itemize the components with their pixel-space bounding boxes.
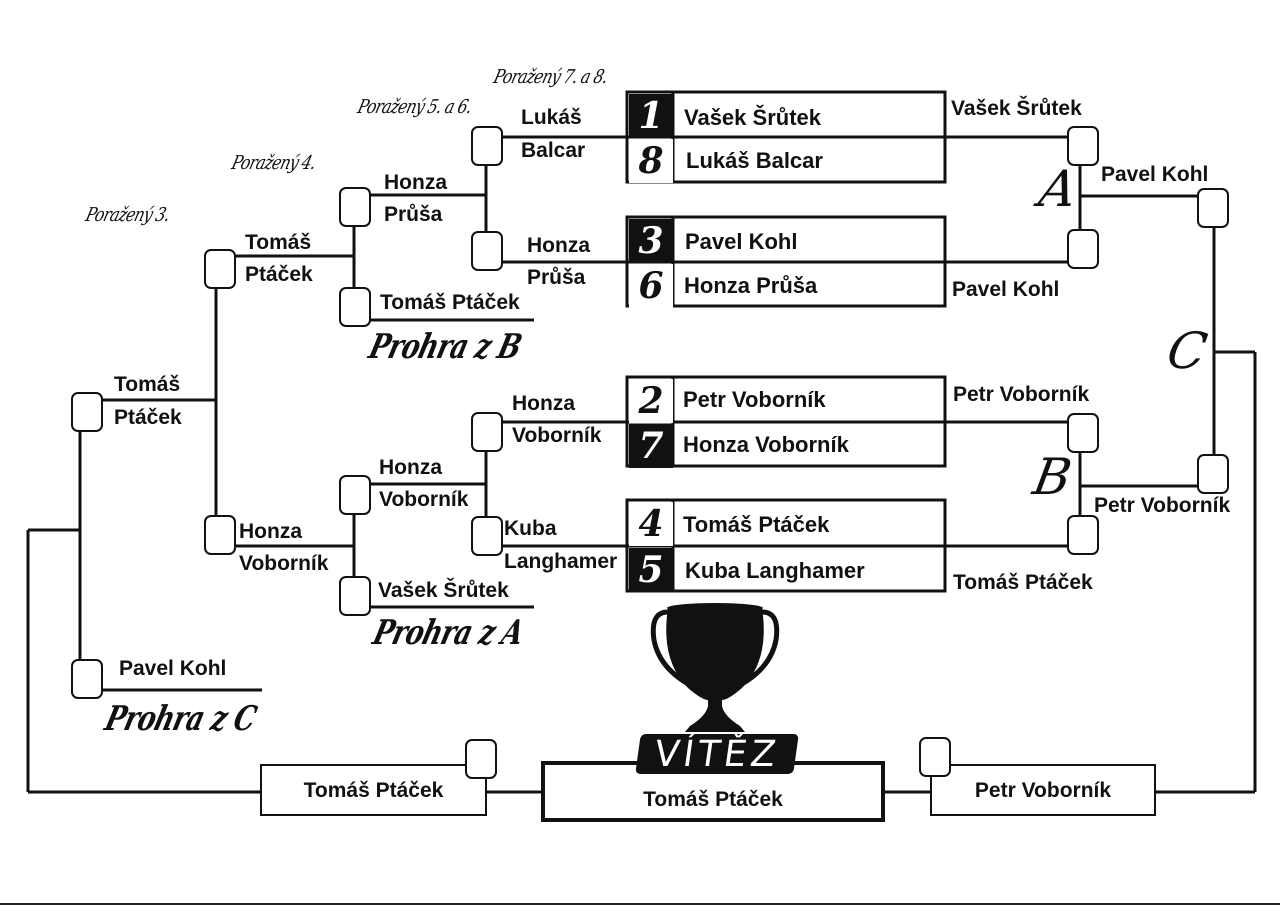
semi-a-bottom-name: Pavel Kohl <box>952 278 1060 301</box>
seed-badge: 8 <box>629 139 673 183</box>
player-name: Vašek Šrůtek <box>684 105 821 130</box>
losers-r1-name: Langhamer <box>504 550 618 573</box>
score-box[interactable] <box>1197 454 1229 494</box>
score-box[interactable] <box>339 187 371 227</box>
seed-badge: 3 <box>629 219 673 263</box>
champion-name: Tomáš Ptáček <box>643 788 783 811</box>
score-box[interactable] <box>339 475 371 515</box>
score-box[interactable] <box>71 392 103 432</box>
losers-4-heading: Poražený 4. <box>229 152 318 174</box>
score-box[interactable] <box>204 515 236 555</box>
losers-r1-name: Balcar <box>521 139 586 162</box>
losers-r3-name: Ptáček <box>245 263 313 286</box>
player-name: Honza Voborník <box>683 432 849 457</box>
seed-badge: 2 <box>629 379 673 423</box>
seed-badge: 6 <box>629 264 673 308</box>
score-box[interactable] <box>471 231 503 271</box>
score-box[interactable] <box>1067 515 1099 555</box>
score-box[interactable] <box>465 739 497 779</box>
semi-b-winner-name: Petr Voborník <box>1094 494 1231 517</box>
score-box[interactable] <box>1067 413 1099 453</box>
loss-from-c-label: Prohra z C <box>101 699 260 739</box>
player-name: Honza Průša <box>684 273 818 298</box>
score-box[interactable] <box>919 737 951 777</box>
losers-7-8-heading: Poražený 7. a 8. <box>491 66 610 88</box>
winner-banner: VÍTĚZ <box>635 734 799 775</box>
losers-r1-name: Voborník <box>512 424 602 447</box>
left-finalist-name: Tomáš Ptáček <box>303 779 444 802</box>
seed-badge: 4 <box>629 502 673 546</box>
losers-r2-dropin-name: Vašek Šrůtek <box>378 579 509 602</box>
losers-r2-dropin-name: Tomáš Ptáček <box>380 291 520 314</box>
losers-5-6-heading: Poražený 5. a 6. <box>355 96 474 118</box>
semi-a-winner-name: Pavel Kohl <box>1101 163 1209 186</box>
score-box[interactable] <box>471 412 503 452</box>
losers-r1-name: Průša <box>527 266 586 289</box>
losers-r4-name: Tomáš <box>114 373 181 396</box>
trophy-icon <box>650 603 780 732</box>
semi-a-top-name: Vašek Šrůtek <box>951 97 1082 120</box>
losers-r3-name: Tomáš <box>245 231 312 254</box>
semi-b-bottom-name: Tomáš Ptáček <box>953 571 1093 594</box>
losers-r3-name: Honza <box>239 520 302 543</box>
player-name: Lukáš Balcar <box>686 148 823 173</box>
losers-r4-name: Ptáček <box>114 406 182 429</box>
player-name: Petr Voborník <box>683 387 826 412</box>
losers-r4-dropin-name: Pavel Kohl <box>119 657 227 680</box>
right-finalist-name: Petr Voborník <box>974 779 1112 802</box>
loss-from-a-label: Prohra z A <box>369 613 528 653</box>
score-box[interactable] <box>1197 188 1229 228</box>
score-box[interactable] <box>339 576 371 616</box>
losers-r1-name: Lukáš <box>521 106 582 129</box>
finalist-box-left <box>260 764 487 816</box>
semi-b-top-name: Petr Voborník <box>953 383 1090 406</box>
seed-badge: 5 <box>629 548 673 592</box>
score-box[interactable] <box>471 126 503 166</box>
losers-3-heading: Poražený 3. <box>83 204 172 226</box>
player-name: Pavel Kohl <box>685 229 798 254</box>
losers-r1-name: Honza <box>512 392 575 415</box>
seed-badge: 7 <box>629 424 673 468</box>
player-name: Tomáš Ptáček <box>683 512 830 537</box>
score-box[interactable] <box>1067 126 1099 166</box>
losers-r2-name: Průša <box>384 203 443 226</box>
seed-badge: 1 <box>629 94 673 138</box>
score-box[interactable] <box>1067 229 1099 269</box>
finalist-box-right <box>930 764 1156 816</box>
score-box[interactable] <box>471 516 503 556</box>
losers-r2-name: Honza <box>384 171 447 194</box>
losers-r2-name: Honza <box>379 456 442 479</box>
losers-r1-name: Kuba <box>504 517 557 540</box>
losers-r2-name: Voborník <box>379 488 469 511</box>
losers-r1-name: Honza <box>527 234 590 257</box>
score-box[interactable] <box>339 287 371 327</box>
score-box[interactable] <box>71 659 103 699</box>
loss-from-b-label: Prohra z B <box>365 327 526 367</box>
score-box[interactable] <box>204 249 236 289</box>
player-name: Kuba Langhamer <box>685 558 865 583</box>
losers-r3-name: Voborník <box>239 552 329 575</box>
